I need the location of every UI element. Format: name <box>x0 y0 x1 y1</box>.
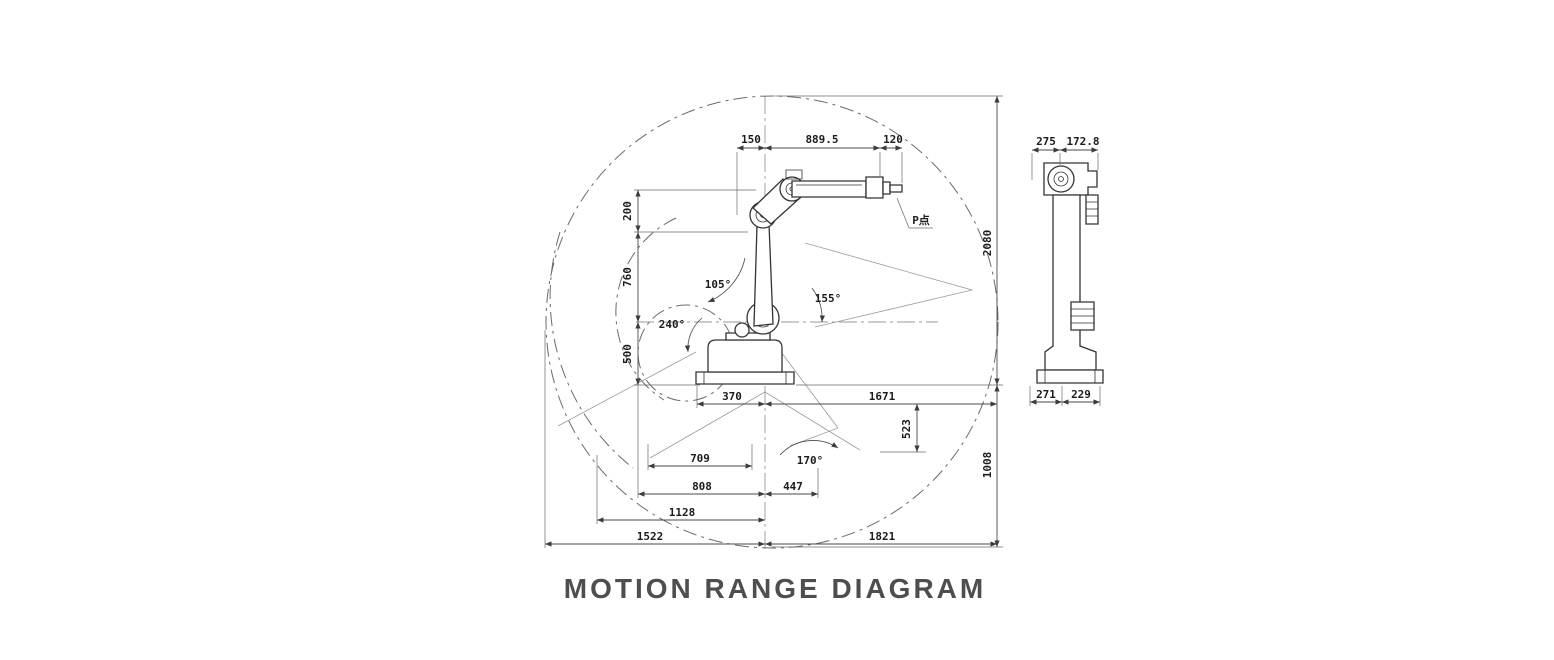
angle-text-170: 170° <box>797 454 824 467</box>
base-plate <box>695 371 795 385</box>
side-shoulder-hub <box>1058 176 1064 182</box>
cable-connector <box>785 169 803 180</box>
dim-text-1008: 1008 <box>981 452 994 479</box>
dim-text-1522: 1522 <box>637 530 664 543</box>
dim-right: 2080 1008 <box>772 95 1003 548</box>
p-point-label: P点 <box>896 197 933 229</box>
side-base-plate <box>1036 369 1104 384</box>
dim-text-808: 808 <box>692 480 712 493</box>
dim-text-150: 150 <box>741 133 761 146</box>
envelope-arc-inner <box>615 217 677 401</box>
dim-text-1128: 1128 <box>669 506 696 519</box>
angle-annotations: 105° 155° 240° 170° <box>659 257 842 467</box>
base-plate-notches <box>703 372 787 384</box>
side-shoulder-joint <box>1047 165 1075 193</box>
angle-arc-170 <box>779 440 839 456</box>
dim-text-447: 447 <box>783 480 803 493</box>
sweep-line-right <box>764 391 861 451</box>
dim-side-bottom: 271 229 <box>1029 386 1101 406</box>
dim-text-200: 200 <box>621 201 634 221</box>
robot-arm <box>695 169 903 385</box>
dim-bottom: 370 1671 523 709 808 447 1128 1522 1821 <box>544 330 997 548</box>
diagram-title: MOTION RANGE DIAGRAM <box>564 573 986 604</box>
dim-text-229: 229 <box>1071 388 1091 401</box>
dim-left: 200 760 500 <box>621 189 756 386</box>
dim-text-1821: 1821 <box>869 530 896 543</box>
phantom-arm-right <box>804 242 974 328</box>
tool-flange <box>882 181 891 195</box>
dim-text-275: 275 <box>1036 135 1056 148</box>
base-body <box>707 339 783 373</box>
angle-text-105: 105° <box>705 278 732 291</box>
dim-text-523: 523 <box>900 419 913 439</box>
p-point-text: P点 <box>912 213 930 227</box>
end-effector <box>889 184 903 193</box>
dim-text-2080: 2080 <box>981 230 994 257</box>
angle-arc-155 <box>811 287 825 323</box>
main-view: P点 150 889.5 120 200 760 500 <box>544 95 1003 550</box>
sweep-line-left <box>649 391 766 459</box>
p-point-leader <box>896 197 910 229</box>
dim-side-top: 275 172.8 <box>1031 135 1100 180</box>
wrist-housing <box>865 176 884 199</box>
dim-text-1671: 1671 <box>869 390 896 403</box>
angle-text-240: 240° <box>659 318 686 331</box>
dim-text-271: 271 <box>1036 388 1056 401</box>
dim-text-889-5: 889.5 <box>805 133 838 146</box>
dim-text-500: 500 <box>621 344 634 364</box>
angle-arc-105 <box>707 257 746 303</box>
envelope-arc-left <box>549 231 634 469</box>
phantom-arm-down <box>771 339 839 447</box>
forearm <box>791 180 867 198</box>
side-view: 275 172.8 271 229 <box>1029 135 1104 406</box>
side-base-notches <box>1044 370 1096 383</box>
angle-text-155: 155° <box>815 292 842 305</box>
dim-top: 150 889.5 120 <box>736 133 903 215</box>
dim-text-370: 370 <box>722 390 742 403</box>
dim-text-760: 760 <box>621 267 634 287</box>
lower-arm-link <box>753 223 774 327</box>
dim-text-709: 709 <box>690 452 710 465</box>
sweep-line-base <box>557 351 697 427</box>
side-shoulder-inner <box>1053 171 1069 187</box>
side-fin-lines-upper <box>1086 201 1098 217</box>
side-robot <box>1036 162 1104 384</box>
side-wrist-fins-upper <box>1085 194 1099 225</box>
dim-text-172-8: 172.8 <box>1066 135 1099 148</box>
angle-arc-240 <box>684 317 703 353</box>
side-fin-lines-lower <box>1071 308 1094 324</box>
aux-joint <box>734 322 750 338</box>
dim-text-120: 120 <box>883 133 903 146</box>
